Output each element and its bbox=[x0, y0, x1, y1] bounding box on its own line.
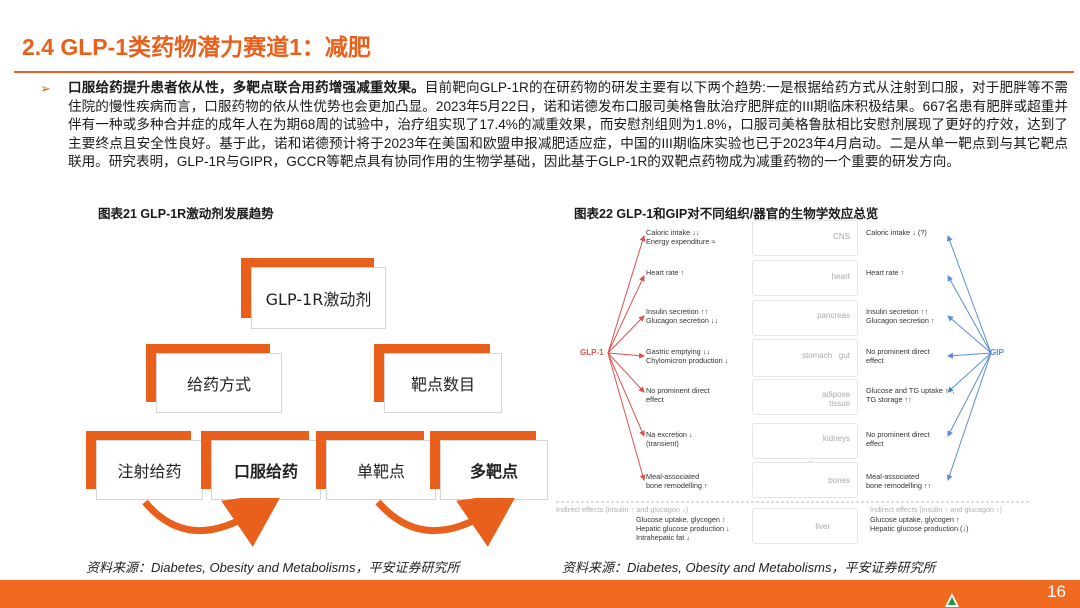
indirect-left: Indirect effects (insulin ↑ and glucagon… bbox=[556, 505, 689, 514]
body-paragraph: 口服给药提升患者依从性，多靶点联合用药增强减重效果。目前靶向GLP-1R的在研药… bbox=[68, 79, 1068, 172]
liver-left-text: Glucose uptake, glycogen ↑ Hepatic gluco… bbox=[636, 515, 730, 542]
organ-box-adipose bbox=[752, 379, 858, 415]
mid-left-node: 给药方式 bbox=[156, 353, 282, 413]
logo-icon bbox=[945, 593, 959, 607]
organ-label: stomach gut bbox=[801, 351, 850, 360]
row-left-text: Caloric intake ↓↓ Energy expenditure ≈ bbox=[646, 228, 716, 246]
figure21-title: 图表21 GLP-1R激动剂发展趋势 bbox=[98, 207, 274, 221]
organ-label: CNS bbox=[833, 232, 850, 241]
row-left-text: Meal-associated bone remodelling ↑ bbox=[646, 472, 708, 490]
row-left-text: No prominent direct effect bbox=[646, 386, 710, 404]
glp1-label: GLP-1 bbox=[580, 348, 604, 357]
leaf-oral: 口服给药 bbox=[211, 440, 321, 500]
organ-label: adipose tissue bbox=[821, 390, 850, 408]
organ-label-liver: liver bbox=[815, 522, 830, 531]
page-title: 2.4 GLP-1类药物潜力赛道1：减肥 bbox=[22, 34, 371, 60]
organ-box-heart bbox=[752, 260, 858, 296]
organ-box-kidneys bbox=[752, 423, 858, 459]
row-right-text: Caloric intake ↓ (?) bbox=[866, 228, 927, 237]
gip-label: GIP bbox=[990, 348, 1004, 357]
organ-box-gut bbox=[752, 339, 858, 377]
root-node: GLP-1R激动剂 bbox=[251, 267, 386, 329]
figure22-title: 图表22 GLP-1和GIP对不同组织/器官的生物学效应总览 bbox=[574, 207, 879, 221]
row-left-text: Insulin secretion ↑↑ Glucagon secretion … bbox=[646, 307, 719, 325]
organ-label: pancreas bbox=[817, 311, 850, 320]
mid-right-node: 靶点数目 bbox=[384, 353, 502, 413]
row-left-text: Na excretion ↓ (transient) bbox=[646, 430, 693, 448]
leaf-injection: 注射给药 bbox=[96, 440, 203, 500]
organ-label: heart bbox=[831, 272, 850, 281]
footer-bar bbox=[0, 580, 1080, 608]
leaf-single-target: 单靶点 bbox=[326, 440, 436, 500]
transition-arrows bbox=[142, 498, 519, 547]
page-number: 16 bbox=[1047, 582, 1066, 601]
organ-box-liver bbox=[752, 508, 858, 544]
organ-box-pancreas bbox=[752, 300, 858, 336]
organ-label: bones bbox=[828, 476, 850, 485]
row-right-text: No prominent direct effect bbox=[866, 347, 930, 365]
row-right-text: Heart rate ↑ bbox=[866, 268, 905, 277]
row-left-text: Gastric emptying ↓↓ Chylomicron producti… bbox=[646, 347, 729, 365]
row-left-text: Heart rate ↑ bbox=[646, 268, 685, 277]
organ-box-bones bbox=[752, 462, 858, 498]
organ-box-cns bbox=[752, 220, 858, 256]
paragraph-lead: 口服给药提升患者依从性，多靶点联合用药增强减重效果。 bbox=[68, 80, 425, 95]
figure22-source: 资料来源：Diabetes, Obesity and Metabolisms，平… bbox=[562, 560, 936, 575]
liver-right-text: Glucose uptake, glycogen ↑ Hepatic gluco… bbox=[870, 515, 969, 533]
indirect-right: Indirect effects (insulin ↑ and glucagon… bbox=[870, 505, 1003, 514]
row-right-text: Insulin secretion ↑↑ Glucagon secretion … bbox=[866, 307, 935, 325]
row-right-text: Glucose and TG uptake ↑↑, TG storage ↑↑ bbox=[866, 386, 955, 404]
curved-arrow-right bbox=[375, 498, 519, 547]
organ-label: kidneys bbox=[822, 434, 850, 443]
bullet-arrow-icon: ➢ bbox=[40, 82, 51, 97]
title-divider bbox=[14, 71, 1074, 73]
curved-arrow-left bbox=[142, 498, 284, 547]
leaf-multi-target: 多靶点 bbox=[440, 440, 548, 500]
row-right-text: No prominent direct effect bbox=[866, 430, 930, 448]
paragraph-body: 目前靶向GLP-1R的在研药物的研发主要有以下两个趋势:一是根据给药方式从注射到… bbox=[68, 80, 1068, 170]
row-right-text: Meal-associated bone remodelling ↑↑ bbox=[866, 472, 932, 490]
figure21-source: 资料来源：Diabetes, Obesity and Metabolisms，平… bbox=[86, 560, 460, 575]
